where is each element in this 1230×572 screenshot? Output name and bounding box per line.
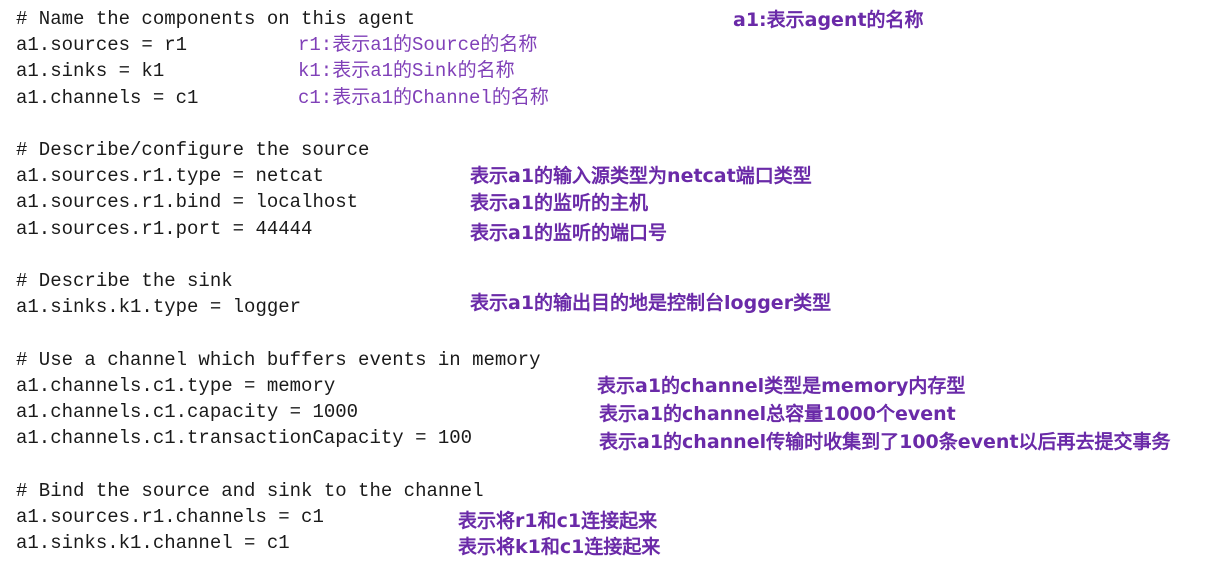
config-sink-type: a1.sinks.k1.type = logger — [16, 296, 302, 318]
annotation-channel-type: 表示a1的channel类型是memory内存型 — [597, 375, 966, 397]
annotation-channel-name: c1:表示a1的Channel的名称 — [298, 87, 549, 109]
config-sinks: a1.sinks = k1 — [16, 60, 165, 82]
annotation-channel-txn: 表示a1的channel传输时收集到了100条event以后再去提交事务 — [599, 431, 1171, 453]
annotation-agent-name: a1:表示agent的名称 — [733, 9, 924, 31]
config-channel-type: a1.channels.c1.type = memory — [16, 375, 336, 397]
comment-use-channel: # Use a channel which buffers events in … — [16, 349, 541, 371]
comment-bind: # Bind the source and sink to the channe… — [16, 480, 484, 502]
comment-describe-source: # Describe/configure the source — [16, 139, 370, 161]
config-channel-txn: a1.channels.c1.transactionCapacity = 100 — [16, 427, 473, 449]
annotation-channel-capacity: 表示a1的channel总容量1000个event — [599, 403, 956, 425]
annotation-source-name: r1:表示a1的Source的名称 — [298, 34, 538, 56]
config-source-port: a1.sources.r1.port = 44444 — [16, 218, 313, 240]
config-source-type: a1.sources.r1.type = netcat — [16, 165, 324, 187]
config-source-bind: a1.sources.r1.bind = localhost — [16, 191, 359, 213]
config-channel-capacity: a1.channels.c1.capacity = 1000 — [16, 401, 359, 423]
annotation-source-port: 表示a1的监听的端口号 — [470, 222, 668, 244]
annotation-source-type: 表示a1的输入源类型为netcat端口类型 — [470, 165, 812, 187]
config-source-channels: a1.sources.r1.channels = c1 — [16, 506, 324, 528]
comment-name-components: # Name the components on this agent — [16, 8, 416, 30]
config-sink-channel: a1.sinks.k1.channel = c1 — [16, 532, 290, 554]
comment-describe-sink: # Describe the sink — [16, 270, 233, 292]
annotation-bind-source: 表示将r1和c1连接起来 — [458, 510, 658, 532]
annotation-source-bind: 表示a1的监听的主机 — [470, 192, 649, 214]
annotation-bind-sink: 表示将k1和c1连接起来 — [458, 536, 661, 558]
config-sources: a1.sources = r1 — [16, 34, 188, 56]
annotation-sink-type: 表示a1的输出目的地是控制台logger类型 — [470, 292, 832, 314]
annotation-sink-name: k1:表示a1的Sink的名称 — [298, 60, 515, 82]
config-channels: a1.channels = c1 — [16, 87, 199, 109]
